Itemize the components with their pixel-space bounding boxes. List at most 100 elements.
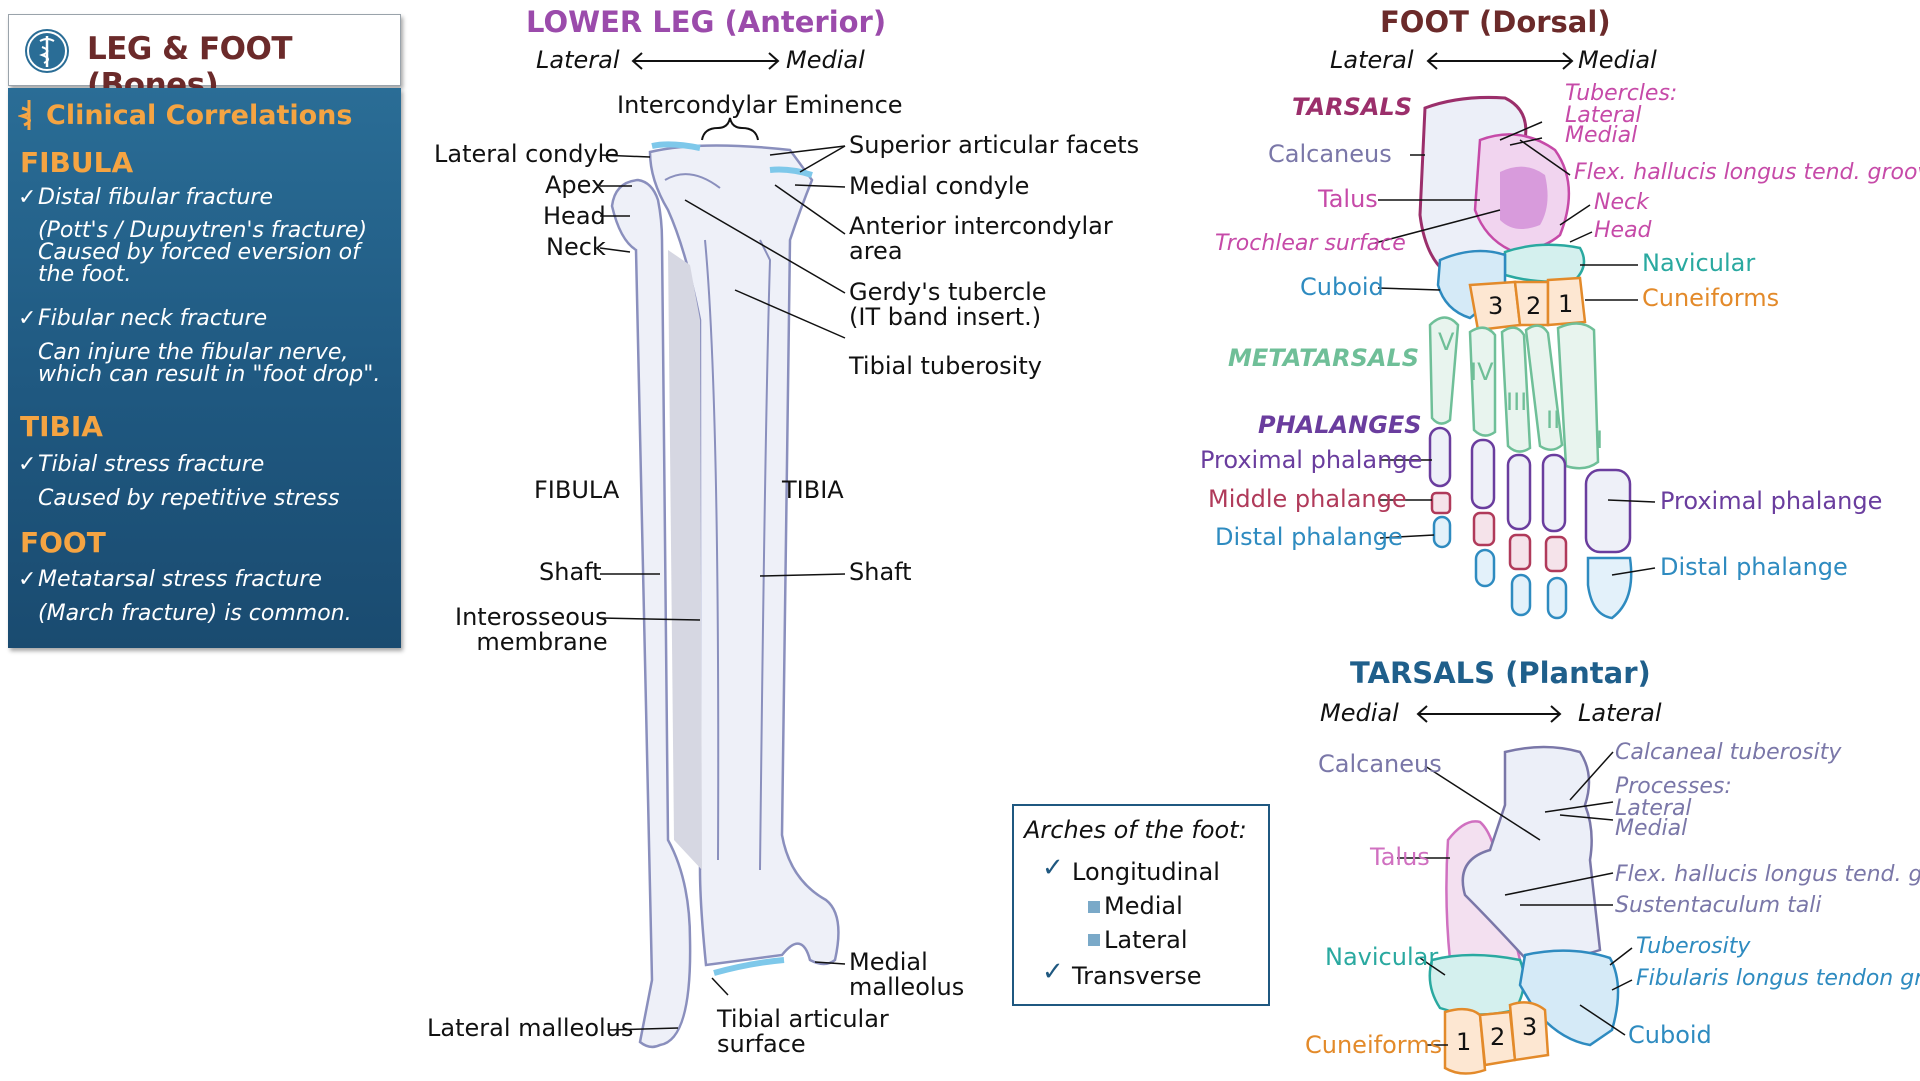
- foot-dorsal-medial: Medial: [1578, 46, 1657, 74]
- fibula-item-1-desc: (Pott's / Dupuytren's fracture) Caused b…: [38, 218, 368, 287]
- label-medial-condyle: Medial condyle: [849, 172, 1030, 200]
- middle-phalanges-group: [1430, 491, 1568, 573]
- label-gerdys-tubercle: Gerdy's tubercle (IT band insert.): [849, 278, 1047, 331]
- bullet-icon: [1088, 934, 1100, 946]
- label-tuberosity: Tuberosity: [1636, 934, 1751, 959]
- metatarsal-numeral-3: III: [1506, 388, 1528, 416]
- label-cuneiforms-dorsal: Cuneiforms: [1642, 284, 1780, 312]
- plantar-medial: Medial: [1320, 699, 1399, 727]
- metatarsal-numeral-2: II: [1546, 406, 1561, 434]
- label-tibia: TIBIA: [782, 476, 844, 504]
- label-flex-groove-plantar: Flex. hallucis longus tend. groove: [1615, 862, 1920, 887]
- tarsals-plantar-title: TARSALS (Plantar): [1350, 656, 1651, 690]
- plantar-lateral: Lateral: [1578, 699, 1662, 727]
- label-tubercle-medial: Medial: [1565, 123, 1638, 148]
- metatarsal-numeral-1: I: [1596, 426, 1604, 454]
- label-superior-articular-facets: Superior articular facets: [849, 131, 1140, 159]
- label-tarsals: TARSALS: [1292, 93, 1412, 121]
- trochlear-surface: [1500, 166, 1548, 229]
- caduceus-small-icon: [18, 100, 31, 130]
- fibula-item-1: Distal fibular fracture: [38, 185, 273, 210]
- tibia-item-1-desc: Caused by repetitive stress: [38, 486, 340, 511]
- arch-lateral: Lateral: [1104, 926, 1188, 954]
- caduceus-icon: [25, 29, 69, 73]
- proximal-phalanges-group: [1428, 426, 1632, 554]
- label-navicular-plantar: Navicular: [1325, 943, 1439, 971]
- cuneiform-number-1: 1: [1558, 290, 1574, 318]
- tibia-heading: TIBIA: [20, 410, 103, 443]
- label-lateral-malleolus: Lateral malleolus: [427, 1014, 634, 1042]
- label-talus-dorsal: Talus: [1318, 185, 1378, 213]
- label-distal-phalange-right: Distal phalange: [1660, 553, 1848, 581]
- direction-arrow: [631, 52, 780, 70]
- label-proximal-phalange-left: Proximal phalange: [1200, 446, 1423, 474]
- check-icon: ✓: [18, 452, 37, 477]
- cuneiform-number-3: 3: [1488, 292, 1504, 320]
- tibia-contour-line: [759, 239, 772, 871]
- label-calcaneus-plantar: Calcaneus: [1318, 750, 1442, 778]
- label-calcaneal-tuberosity: Calcaneal tuberosity: [1615, 740, 1842, 765]
- metatarsals-group: [1428, 316, 1600, 470]
- clinical-correlations-panel: Clinical Correlations FIBULA ✓ Distal fi…: [8, 88, 401, 648]
- label-tibial-tuberosity: Tibial tuberosity: [849, 352, 1042, 380]
- tibia-crest-line: [704, 239, 720, 861]
- label-fibula: FIBULA: [534, 476, 620, 504]
- label-apex: Apex: [545, 171, 606, 199]
- label-proximal-phalange-right: Proximal phalange: [1660, 487, 1883, 515]
- label-trochlear-surface: Trochlear surface: [1215, 231, 1406, 256]
- fibula-bone: [610, 178, 692, 1049]
- lower-leg-medial: Medial: [786, 46, 865, 74]
- direction-arrow: [1416, 705, 1562, 723]
- plantar-cuneiform-number-3: 3: [1522, 1013, 1538, 1041]
- arch-longitudinal: Longitudinal: [1072, 858, 1220, 886]
- leader-lines: [599, 145, 846, 1031]
- label-shaft-fibula: Shaft: [539, 558, 602, 586]
- leader-lines: [1374, 121, 1656, 576]
- foot-item-1: Metatarsal stress fracture: [38, 567, 322, 592]
- bullet-icon: [1088, 901, 1100, 913]
- fibula-heading: FIBULA: [20, 146, 134, 179]
- label-lateral-condyle: Lateral condyle: [434, 140, 620, 168]
- cuneiform-3-plantar: [1508, 1001, 1550, 1062]
- intercondylar-line: [664, 173, 721, 189]
- label-distal-phalange-left: Distal phalange: [1215, 523, 1403, 551]
- label-processes: Processes:: [1615, 774, 1732, 799]
- arch-transverse: Transverse: [1072, 962, 1202, 990]
- navicular-dorsal: [1503, 243, 1586, 283]
- cartilage-medial-facet: [769, 166, 813, 178]
- check-icon: ✓: [1042, 853, 1064, 883]
- arches-title: Arches of the foot:: [1024, 816, 1247, 844]
- label-metatarsals: METATARSALS: [1228, 344, 1420, 372]
- check-icon: ✓: [18, 306, 37, 331]
- cuneiform-1-plantar: [1443, 1007, 1487, 1075]
- plantar-cuneiform-number-1: 1: [1456, 1028, 1472, 1056]
- label-cuneiforms-plantar: Cuneiforms: [1305, 1031, 1443, 1059]
- foot-heading: FOOT: [20, 526, 106, 559]
- label-tubercles: Tubercles:: [1565, 81, 1678, 106]
- label-head: Head: [543, 202, 606, 230]
- label-flex-groove-dorsal: Flex. hallucis longus tend. groove: [1574, 160, 1920, 185]
- label-talus-plantar: Talus: [1370, 843, 1430, 871]
- cartilage-tibial-articular: [713, 957, 785, 976]
- interosseous-membrane-shade: [668, 250, 702, 870]
- label-neck-dorsal: Neck: [1594, 190, 1649, 215]
- label-cuboid-plantar: Cuboid: [1628, 1021, 1712, 1049]
- label-head-dorsal: Head: [1594, 218, 1652, 243]
- label-neck: Neck: [546, 233, 606, 261]
- cuneiform-number-2: 2: [1526, 292, 1542, 320]
- cartilage-lateral-facet: [651, 141, 701, 151]
- label-cuboid-dorsal: Cuboid: [1300, 273, 1384, 301]
- label-interosseous-membrane: Interosseous membrane: [455, 603, 608, 656]
- label-fibularis-groove: Fibularis longus tendon groove: [1636, 966, 1920, 991]
- cuneiform-1-dorsal: [1546, 276, 1587, 327]
- label-medial-malleolus: Medial malleolus: [849, 948, 965, 1001]
- label-process-medial: Medial: [1615, 816, 1688, 841]
- label-process-lateral: Lateral: [1615, 796, 1692, 821]
- label-anterior-intercondylar-area: Anterior intercondylar area: [849, 212, 1113, 265]
- label-intercondylar-eminence: Intercondylar Eminence: [617, 91, 903, 119]
- foot-item-1-desc: (March fracture) is common.: [38, 601, 352, 626]
- label-sustentaculum: Sustentaculum tali: [1615, 893, 1822, 918]
